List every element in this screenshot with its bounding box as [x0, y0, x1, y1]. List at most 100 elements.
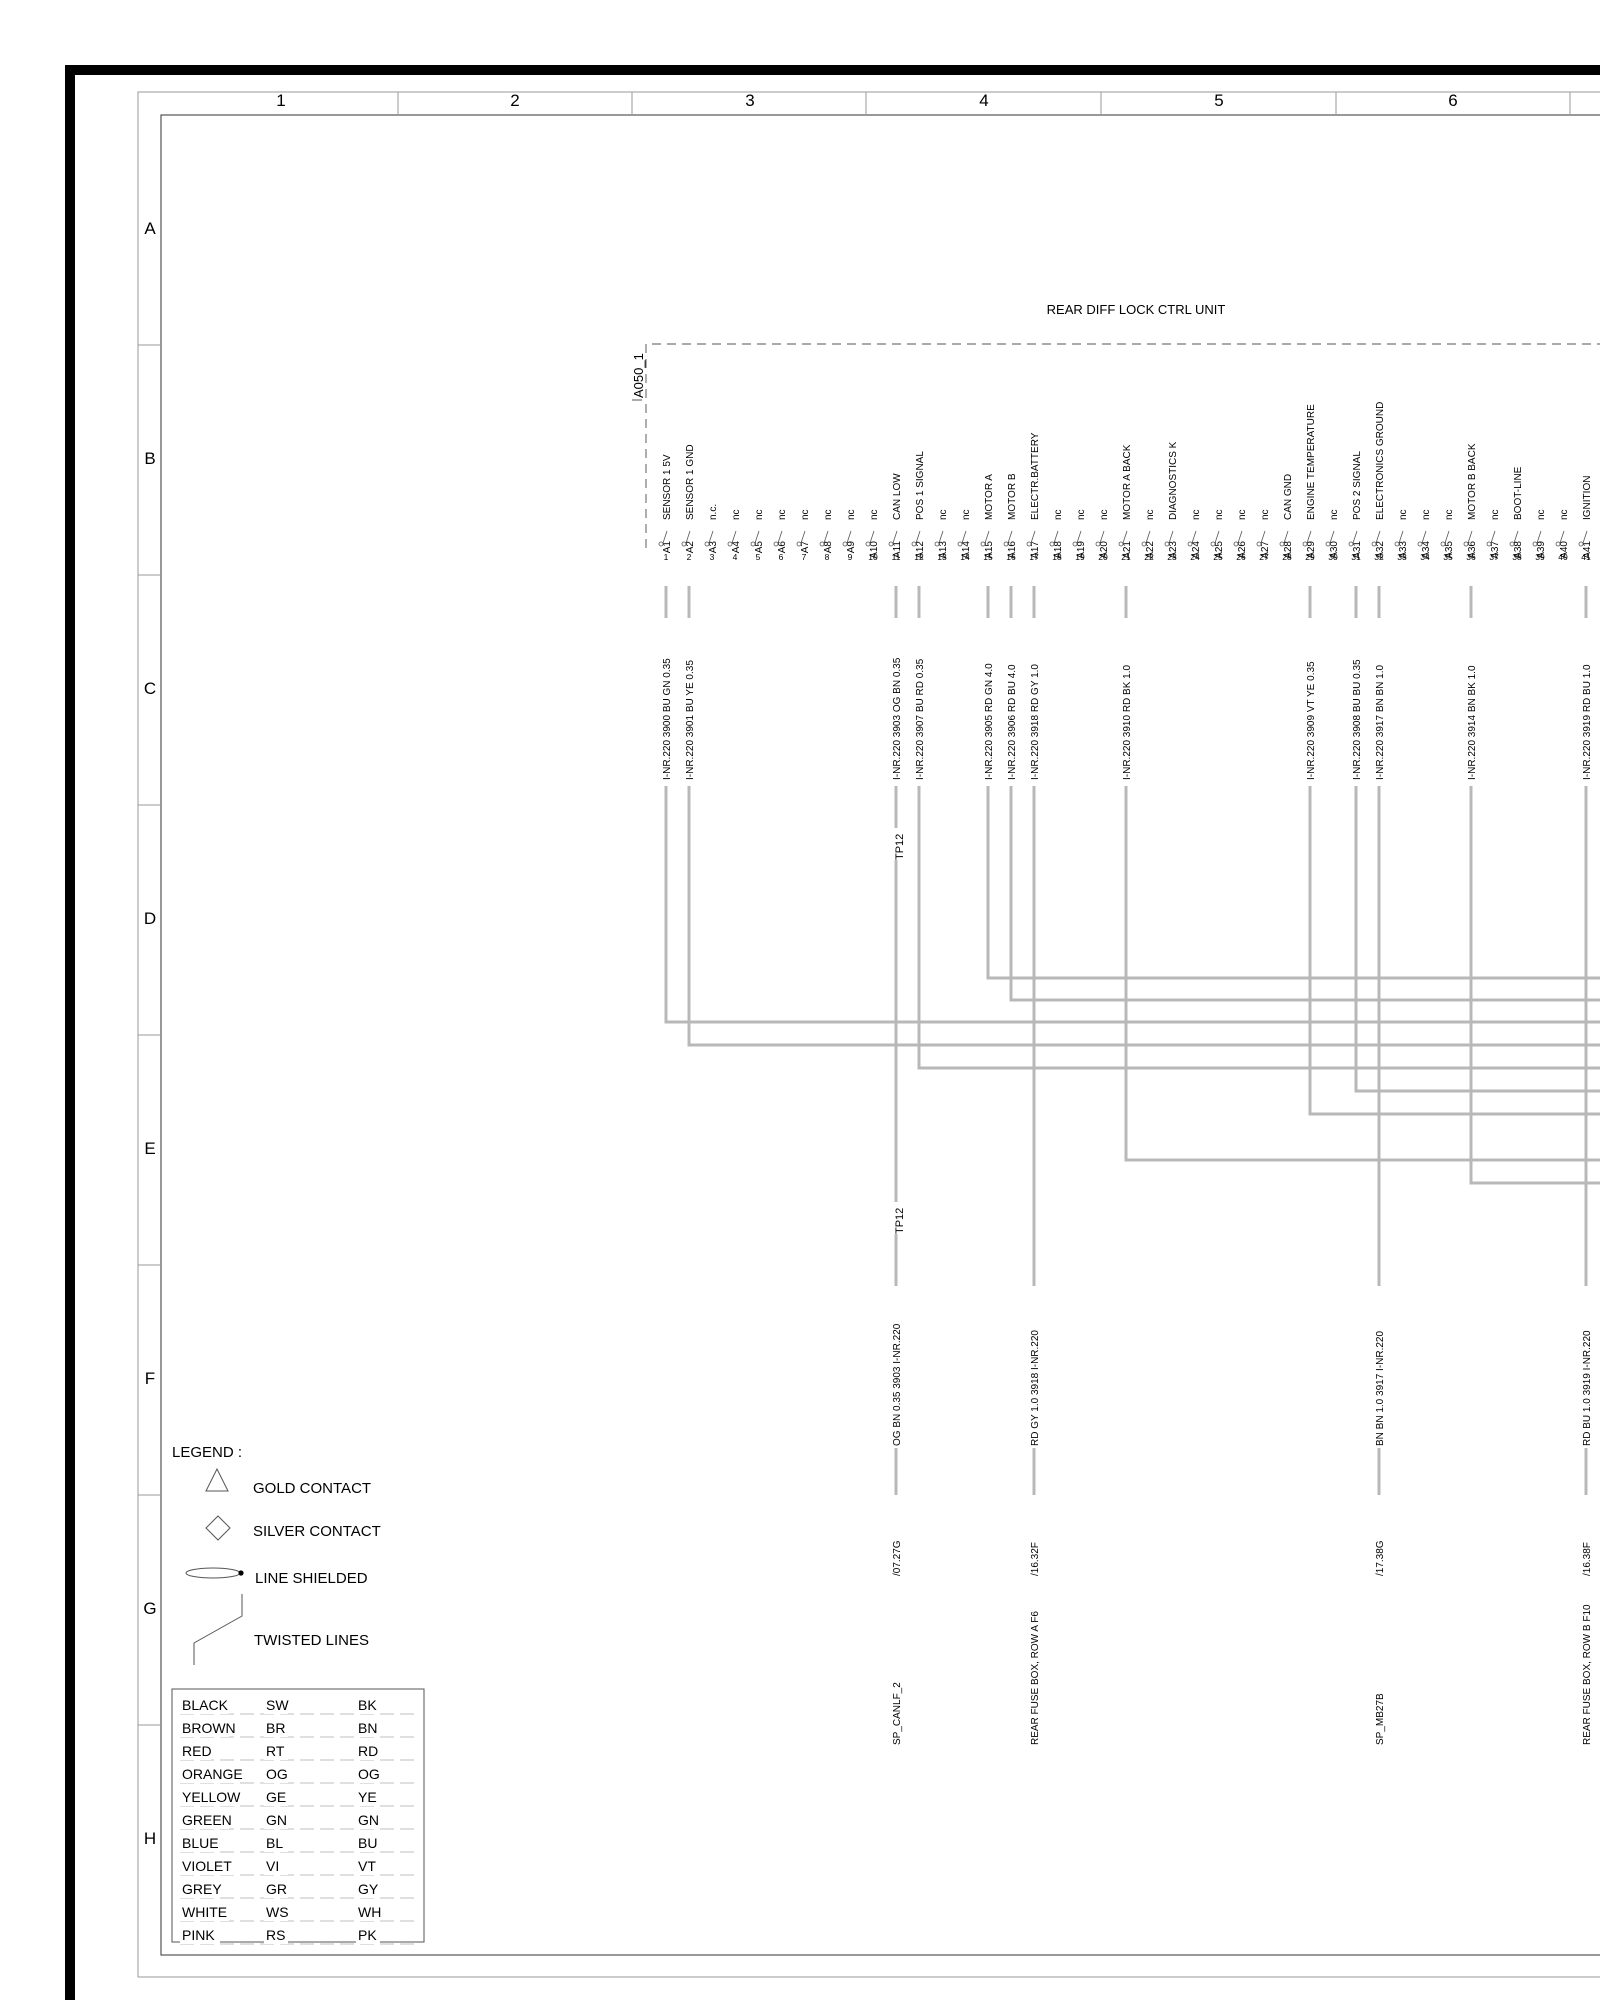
pin-function-label: n.c. — [708, 504, 719, 520]
pin-contact-icon — [865, 541, 871, 547]
pin-id-label: A27 — [1260, 541, 1271, 559]
pin-function-label: MOTOR A BACK — [1122, 444, 1133, 520]
pin-id-label: A1 — [662, 541, 673, 554]
pin-function-label: nc — [846, 509, 857, 520]
pin-contact-stem — [869, 530, 875, 544]
pin-contact-stem — [961, 530, 967, 544]
column-label-2: 2 — [510, 91, 519, 110]
pin-contact-stem — [1007, 530, 1013, 544]
pin-function-label: nc — [961, 509, 972, 520]
row-label-G: G — [143, 1599, 156, 1618]
color-code-en: GY — [358, 1881, 379, 1897]
pin-contact-icon — [773, 541, 779, 547]
pin-contact-stem — [1352, 530, 1358, 544]
pin-contact-stem — [1283, 530, 1289, 544]
pin-id-label: A40 — [1559, 541, 1570, 559]
color-name: BLUE — [182, 1835, 219, 1851]
color-table-row: GREY GR GY — [180, 1881, 415, 1899]
wire-label-background — [1465, 618, 1477, 786]
pin-id-label: A26 — [1237, 541, 1248, 559]
pin-contact-stem — [1467, 530, 1473, 544]
color-name: GREY — [182, 1881, 222, 1897]
testpoint-label-lower: TP12 — [894, 1208, 906, 1234]
pin-contact-icon — [1348, 541, 1354, 547]
pin-number: 15 — [983, 552, 993, 562]
pin-function-label: nc — [938, 509, 949, 520]
pin-number: 23 — [1167, 552, 1177, 562]
pin-id-label: A28 — [1283, 541, 1294, 559]
cross-reference: /16.32F — [1030, 1542, 1041, 1576]
legend-twisted-lines: TWISTED LINES — [254, 1632, 369, 1649]
pin-contact-stem — [1237, 530, 1243, 544]
color-cell-background — [264, 1789, 288, 1806]
pin-contact-icon — [1210, 541, 1216, 547]
wire-label: I-NR.220 3901 BU YE 0.35 — [685, 660, 696, 780]
pin-function-label: MOTOR B BACK — [1467, 443, 1478, 520]
pin-contact-icon — [911, 541, 917, 547]
color-cell-background — [180, 1766, 238, 1783]
pin-function-label: nc — [869, 509, 880, 520]
pin-contact-icon — [1095, 541, 1101, 547]
pin-id-label: A13 — [938, 541, 949, 559]
lower-wire-label: OG BN 0.35 3903 I-NR.220 — [892, 1323, 903, 1446]
color-code-de: OG — [266, 1766, 288, 1782]
pin-contact-icon — [1509, 541, 1515, 547]
diamond-icon — [205, 1515, 231, 1541]
pin-contact-stem — [1559, 530, 1565, 544]
color-cell-background — [264, 1743, 288, 1760]
pin-number: 35 — [1443, 552, 1453, 562]
pin-id-label: A3 — [708, 541, 719, 554]
pin-number: 17 — [1029, 552, 1039, 562]
pin-number: 7 — [802, 552, 807, 562]
color-code-de: GR — [266, 1881, 287, 1897]
pin-contact-icon — [1417, 541, 1423, 547]
pin-contact-icon — [1049, 541, 1055, 547]
color-cell-background — [356, 1697, 380, 1714]
cross-reference: /17.38G — [1375, 1540, 1386, 1576]
pin-function-label: SENSOR 1 5V — [662, 454, 673, 520]
pin-contact-stem — [1306, 530, 1312, 544]
wire-label: I-NR.220 3907 BU RD 0.35 — [915, 658, 926, 780]
pin-contact-stem — [1099, 530, 1105, 544]
pin-contact-stem — [685, 530, 691, 544]
testpoint-label-background — [890, 828, 902, 860]
pin-number: 24 — [1190, 552, 1200, 562]
color-code-de: WS — [266, 1904, 289, 1920]
color-code-de: GE — [266, 1789, 286, 1805]
pin-number: 31 — [1351, 552, 1361, 562]
pin-number: 19 — [1075, 552, 1085, 562]
pin-function-label: BOOT-LINE — [1513, 466, 1524, 520]
pin-number: 36 — [1466, 552, 1476, 562]
pin-contact-icon — [1555, 541, 1561, 547]
row-label-E: E — [144, 1139, 155, 1158]
wire-destination: REAR FUSE BOX, ROW B F10 — [1582, 1604, 1593, 1745]
color-cell-background — [264, 1904, 288, 1921]
color-code-de: SW — [266, 1697, 289, 1713]
wire-label-background — [1304, 618, 1316, 786]
color-cell-background — [356, 1858, 380, 1875]
pin-function-label: ELECTR.BATTERY — [1030, 432, 1041, 520]
wire-label: I-NR.220 3914 BN BK 1.0 — [1467, 665, 1478, 780]
pin-contact-stem — [1145, 530, 1151, 544]
pin-number: 13 — [937, 552, 947, 562]
color-code-en: GN — [358, 1812, 379, 1828]
pin-contact-icon — [1279, 541, 1285, 547]
color-cell-background — [264, 1697, 288, 1714]
pin-contact-stem — [1168, 530, 1174, 544]
column-label-6: 6 — [1448, 91, 1457, 110]
lower-wire-label-background — [1373, 1286, 1385, 1448]
